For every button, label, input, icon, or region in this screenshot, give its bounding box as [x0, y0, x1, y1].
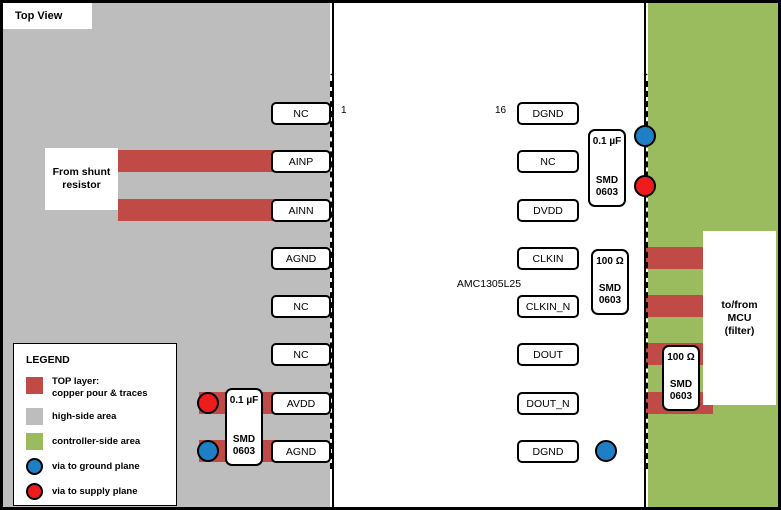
- trace-ainn: [118, 199, 278, 221]
- legend-label-via-ground: via to ground plane: [52, 460, 140, 472]
- pin-right-15-nc: NC: [517, 150, 579, 173]
- resistor-dout-value: 100 Ω: [667, 352, 695, 363]
- legend-dot-via-ground: [26, 458, 43, 475]
- pin-number-1: 1: [341, 105, 347, 116]
- resistor-clkin-package-line-1: SMD: [598, 283, 622, 294]
- capacitor-dvdd-package: SMD 0603: [596, 175, 618, 199]
- pin-right-12-clkin-n: CLKIN_N: [517, 295, 579, 318]
- pin-left-7-avdd: AVDD: [271, 392, 331, 415]
- via-ground-dgnd-bottom: [595, 440, 617, 462]
- resistor-clkin-package-line-2: 0603: [598, 295, 622, 306]
- legend-label-copper-line-2: copper pour & traces: [52, 387, 148, 399]
- shunt-callout-line-2: resistor: [62, 179, 101, 191]
- legend-label-high-side: high-side area: [52, 410, 117, 422]
- pin-left-8-agnd: AGND: [271, 440, 331, 463]
- pin-right-14-dvdd: DVDD: [517, 199, 579, 222]
- pin-left-5-nc: NC: [271, 295, 331, 318]
- mcu-callout-line-1: to/from: [721, 298, 758, 311]
- legend-item-via-supply: via to supply plane: [26, 483, 176, 500]
- device-name: AMC1305L25: [456, 278, 522, 290]
- mcu-callout-line-3: (filter): [724, 324, 755, 337]
- legend-swatch-copper: [26, 377, 43, 394]
- trace-ainp: [118, 150, 278, 172]
- top-view-tab: Top View: [3, 3, 92, 29]
- capacitor-avdd-package-line-2: 0603: [232, 446, 256, 457]
- via-supply-avdd: [197, 392, 219, 414]
- pin-left-2-ainp: AINP: [271, 150, 331, 173]
- capacitor-avdd-value: 0.1 µF: [229, 395, 259, 406]
- pin-right-10-dout-n: DOUT_N: [517, 392, 579, 415]
- capacitor-dvdd: 0.1 µF SMD 0603: [588, 129, 626, 207]
- capacitor-avdd-package-line-1: SMD: [232, 434, 256, 445]
- pin-left-6-nc: NC: [271, 343, 331, 366]
- legend-label-controller-side: controller-side area: [52, 435, 141, 447]
- pin-right-13-clkin: CLKIN: [517, 247, 579, 270]
- shunt-callout-line-1: From shunt: [52, 166, 111, 178]
- legend-label-via-supply: via to supply plane: [52, 485, 138, 497]
- capacitor-avdd-package: SMD 0603: [233, 434, 255, 458]
- pin-number-16: 16: [495, 105, 507, 116]
- legend-dot-via-supply: [26, 483, 43, 500]
- capacitor-dvdd-package-line-1: SMD: [595, 175, 619, 186]
- legend-item-copper: TOP layer: copper pour & traces: [26, 376, 176, 399]
- legend-item-high-side: high-side area: [26, 408, 176, 425]
- legend-label-copper: TOP layer: copper pour & traces: [52, 376, 148, 399]
- capacitor-dvdd-value: 0.1 µF: [592, 136, 622, 147]
- resistor-clkin-value: 100 Ω: [596, 256, 624, 267]
- resistor-clkin-package: SMD 0603: [599, 283, 621, 307]
- mcu-callout: to/from MCU (filter): [703, 231, 776, 405]
- pin-right-11-dout: DOUT: [517, 343, 579, 366]
- resistor-dout-package: SMD 0603: [670, 379, 692, 403]
- pin-right-9-dgnd: DGND: [517, 440, 579, 463]
- legend-title: LEGEND: [26, 354, 70, 366]
- capacitor-avdd: 0.1 µF SMD 0603: [225, 388, 263, 466]
- via-ground-agnd: [197, 440, 219, 462]
- via-ground-dgnd-top: [634, 125, 656, 147]
- legend-item-via-ground: via to ground plane: [26, 458, 176, 475]
- pin-left-3-ainn: AINN: [271, 199, 331, 222]
- legend-swatch-controller-side: [26, 433, 43, 450]
- capacitor-dvdd-package-line-2: 0603: [595, 187, 619, 198]
- legend: LEGEND TOP layer: copper pour & traces h…: [13, 343, 177, 506]
- legend-label-copper-line-1: TOP layer:: [52, 376, 100, 387]
- resistor-dout: 100 Ω SMD 0603: [662, 345, 700, 411]
- shunt-resistor-callout: From shunt resistor: [45, 148, 118, 210]
- top-view-label: Top View: [15, 10, 63, 22]
- resistor-dout-package-line-1: SMD: [669, 379, 693, 390]
- legend-item-controller-side: controller-side area: [26, 433, 176, 450]
- resistor-dout-package-line-2: 0603: [669, 391, 693, 402]
- pin-right-16-dgnd: DGND: [517, 102, 579, 125]
- resistor-clkin: 100 Ω SMD 0603: [591, 249, 629, 315]
- pin-left-4-agnd: AGND: [271, 247, 331, 270]
- pin-left-1-nc: NC: [271, 102, 331, 125]
- legend-swatch-high-side: [26, 408, 43, 425]
- via-supply-dvdd: [634, 175, 656, 197]
- mcu-callout-line-2: MCU: [727, 311, 752, 324]
